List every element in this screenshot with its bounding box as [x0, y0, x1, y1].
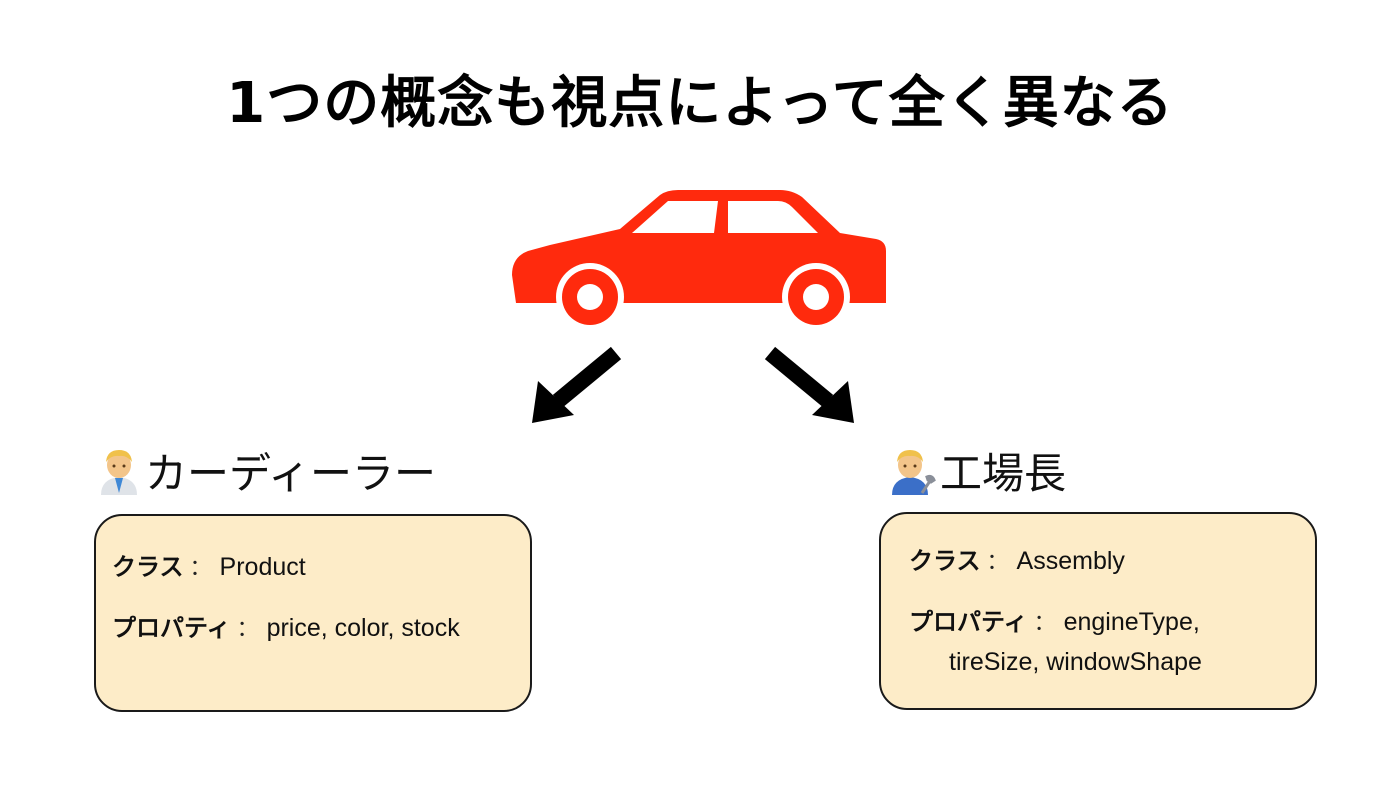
dealer-name: カーディーラー [145, 449, 437, 498]
factory-heading: 工場長 [888, 440, 1066, 501]
separator: ： [986, 550, 1009, 575]
car-icon [512, 190, 886, 331]
car-windows [632, 201, 818, 233]
class-value: Assembly [1016, 547, 1125, 575]
separator: ： [1033, 611, 1056, 636]
page-title: 1つの概念も視点によって全く異なる [226, 71, 1174, 136]
class-row: クラス： Assembly [909, 546, 1315, 576]
properties-label: プロパティ [909, 608, 1028, 636]
class-row: クラス： Product [112, 552, 530, 582]
properties-continuation: tireSize, windowShape [949, 648, 1202, 676]
man-office-worker-icon [101, 449, 137, 495]
properties-row: プロパティ： engineType, [909, 607, 1315, 637]
separator: ： [236, 617, 259, 642]
dealer-heading: カーディーラー [97, 440, 436, 501]
class-label: クラス [909, 547, 981, 575]
man-mechanic-icon [892, 449, 936, 495]
properties-value: engineType, [1063, 608, 1200, 636]
properties-value: price, color, stock [266, 614, 460, 642]
factory-name: 工場長 [940, 449, 1067, 498]
dealer-info-box: クラス：Product プロパティ：price, color, stock [94, 514, 532, 712]
separator: ： [189, 556, 212, 581]
class-value: Product [219, 553, 306, 581]
arrow-down-left-icon [532, 346, 622, 423]
properties-row: プロパティ： price, color, stock [112, 613, 530, 643]
class-label: クラス [112, 553, 184, 581]
properties-label: プロパティ [112, 614, 231, 642]
factory-info-box: クラス：Assembly プロパティ：engineType, tireSize,… [879, 512, 1317, 710]
arrow-down-right-icon [764, 346, 854, 423]
car-wheels [556, 263, 850, 331]
